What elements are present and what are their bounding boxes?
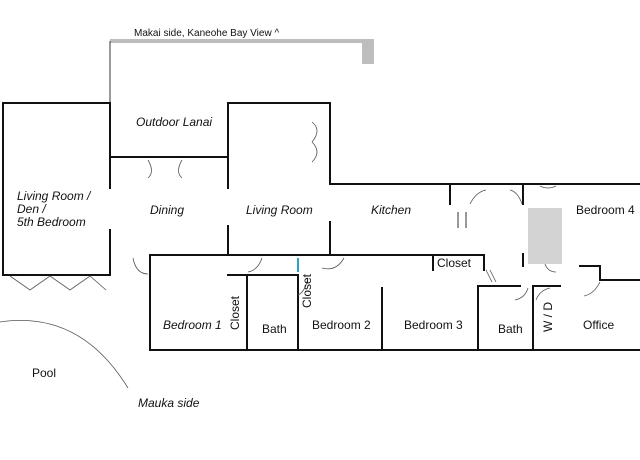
room-label-outdoor-lanai: Outdoor Lanai xyxy=(136,115,212,129)
room-label-bedroom4: Bedroom 4 xyxy=(576,203,635,217)
lanai-edge-corner xyxy=(362,39,374,64)
room-label-bedroom3: Bedroom 3 xyxy=(404,318,463,332)
room-label-bedroom2: Bedroom 2 xyxy=(312,318,371,332)
room-label-dining: Dining xyxy=(150,203,184,217)
room-label-pool: Pool xyxy=(32,366,56,380)
room-label-kitchen: Kitchen xyxy=(371,203,411,217)
room-label-bath2: Bath xyxy=(498,322,523,336)
den-room xyxy=(2,102,111,291)
mauka-side-label: Mauka side xyxy=(138,396,200,410)
makai-side-label: Makai side, Kaneohe Bay View ^ xyxy=(134,28,279,39)
kitchen-walls xyxy=(449,183,562,273)
room-label-den-line1: Living Room / xyxy=(17,189,92,203)
room-label-den-line3: 5th Bedroom xyxy=(17,215,86,229)
room-label-closet3: Closet xyxy=(437,256,472,270)
room-label-den-line2: Den / xyxy=(17,202,47,216)
dining-walls xyxy=(109,102,640,256)
room-label-wd: W / D xyxy=(541,302,555,332)
room-label-closet2: Closet xyxy=(300,273,314,308)
lanai-edge xyxy=(110,39,374,43)
stair-fixture xyxy=(528,208,562,264)
room-label-closet1: Closet xyxy=(228,295,242,330)
room-label-bath1: Bath xyxy=(262,322,287,336)
room-label-bedroom1: Bedroom 1 xyxy=(163,318,222,332)
pool-outline xyxy=(0,320,129,389)
room-label-living-room: Living Room xyxy=(246,203,313,217)
bedroom-walls xyxy=(132,254,640,351)
room-label-office: Office xyxy=(583,318,614,332)
